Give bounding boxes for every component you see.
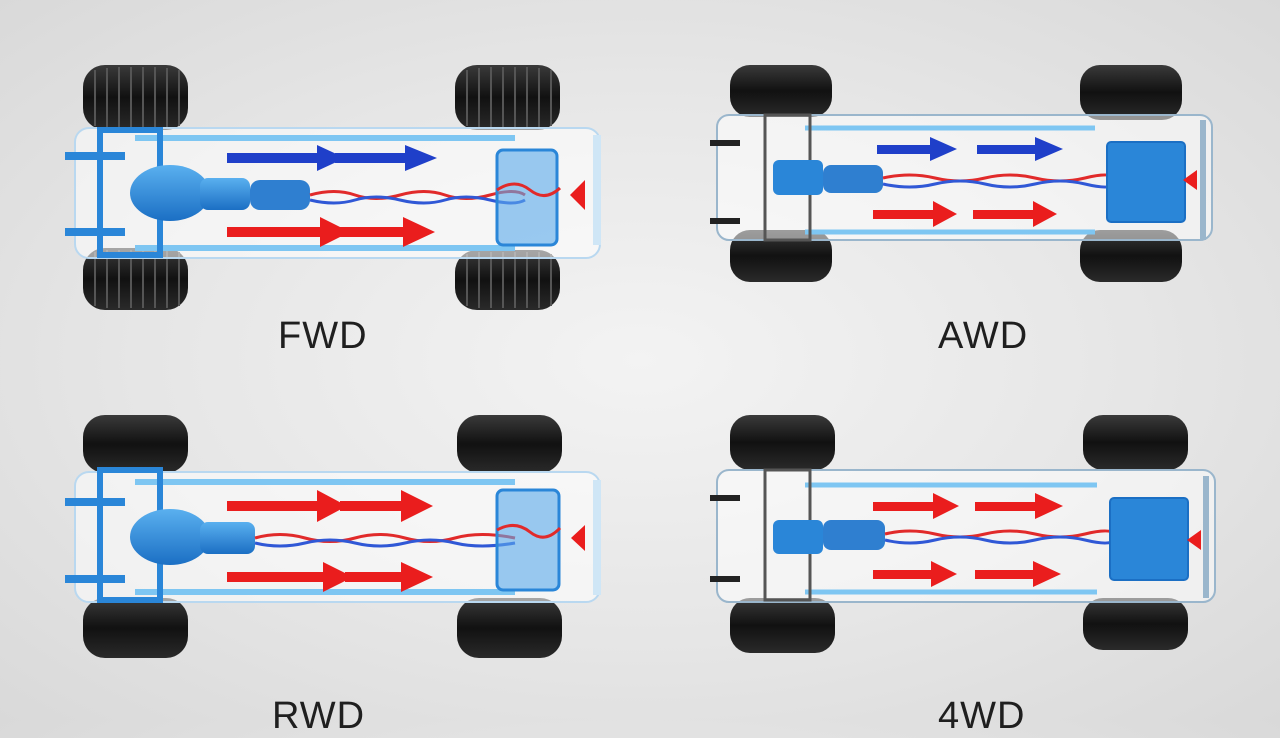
arrow [227, 145, 345, 171]
arrow [873, 561, 957, 587]
arrow [227, 490, 347, 522]
arrow [340, 490, 433, 522]
arrow [345, 562, 433, 592]
arrow [877, 137, 957, 161]
wheel [457, 415, 562, 473]
awd-chassis-illustration [710, 65, 1213, 282]
wheel [83, 598, 188, 658]
fwd-diagram [55, 60, 615, 315]
wheel [1083, 415, 1188, 470]
wheel [730, 230, 832, 282]
arrow [975, 561, 1061, 587]
awd-label: AWD [938, 315, 1029, 357]
arrow [340, 217, 435, 247]
fwd-chassis-illustration [65, 65, 601, 310]
4wd-diagram [705, 410, 1225, 660]
arrow [977, 137, 1063, 161]
wheel [730, 598, 835, 653]
wheel [1080, 65, 1182, 120]
arrow [873, 201, 957, 227]
wheel [455, 65, 560, 130]
wheel [730, 415, 835, 470]
rwd-chassis-illustration [65, 415, 601, 658]
wheel [83, 248, 188, 310]
awd-diagram [705, 60, 1225, 290]
wheel [730, 65, 832, 117]
4wd-label: 4WD [938, 695, 1026, 737]
wheel [457, 598, 562, 658]
arrow [227, 217, 350, 247]
arrow [873, 493, 959, 519]
wheel [455, 250, 560, 310]
arrow [973, 201, 1057, 227]
wheel [1080, 230, 1182, 282]
4wd-chassis-illustration [710, 415, 1216, 653]
arrow [335, 145, 437, 171]
fwd-label: FWD [278, 315, 368, 357]
arrow [227, 562, 353, 592]
rwd-diagram [55, 410, 615, 665]
wheel [83, 415, 188, 473]
wheel [83, 65, 188, 130]
rwd-label: RWD [272, 695, 366, 737]
wheel [1083, 598, 1188, 650]
arrow [975, 493, 1063, 519]
